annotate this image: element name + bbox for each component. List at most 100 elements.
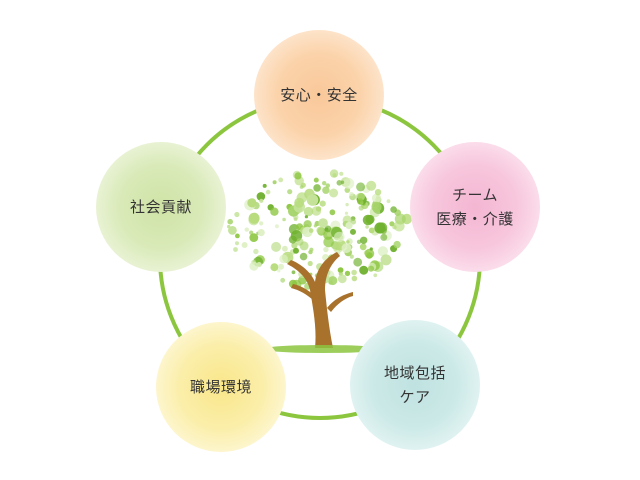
leaf-dot <box>227 218 233 225</box>
leaf-dot <box>366 180 377 191</box>
leaf-dot <box>272 180 277 185</box>
leaf-dot <box>249 261 259 271</box>
leaf-dot <box>356 239 362 244</box>
leaf-dot <box>365 225 369 229</box>
leaf-dot <box>377 246 388 257</box>
node-safety: 安心・安全 <box>254 30 384 160</box>
leaf-dot <box>308 249 313 255</box>
leaf-dot <box>341 243 352 254</box>
leaf-dot <box>344 211 349 215</box>
leaf-dot <box>356 182 366 192</box>
leaf-dot <box>359 243 367 251</box>
leaf-dot <box>344 270 351 277</box>
leaf-dot <box>360 236 368 244</box>
leaf-dot <box>271 241 282 252</box>
leaf-dot <box>253 248 259 255</box>
leaf-dot <box>358 205 364 211</box>
leaf-dot <box>291 270 296 275</box>
leaf-dot <box>313 224 318 228</box>
node-community-care: 地域包括 ケア <box>350 320 480 450</box>
leaf-dot <box>323 246 329 253</box>
leaf-dot <box>233 247 238 252</box>
node-team-line-1: チーム <box>451 186 499 204</box>
leaf-dot <box>299 241 309 251</box>
leaf-dot <box>274 224 279 229</box>
node-social-line-1: 社会貢献 <box>129 198 192 216</box>
leaf-dot <box>380 227 387 234</box>
leaf-dot <box>278 177 284 183</box>
leaf-dot <box>278 263 284 270</box>
leaf-dot <box>262 183 267 188</box>
leaf-dot <box>389 221 395 227</box>
leaf-dot <box>247 198 257 208</box>
leaf-dot <box>337 274 347 284</box>
leaf-dot <box>322 186 330 194</box>
leaf-dot <box>340 180 345 185</box>
leaf-dot <box>325 183 330 188</box>
leaf-dot <box>357 198 364 205</box>
leaf-dot <box>257 229 265 237</box>
leaf-dot <box>291 242 298 249</box>
leaf-dot <box>259 221 264 226</box>
leaf-dot <box>339 171 344 176</box>
leaf-dot <box>316 226 324 234</box>
node-social-contribution: 社会貢献 <box>96 142 226 272</box>
leaf-dot <box>270 263 279 272</box>
leaf-dot <box>234 211 240 218</box>
node-team-line-2: 医療・介護 <box>436 210 514 228</box>
node-workplace-line-1: 職場環境 <box>189 378 252 396</box>
leaf-dot <box>270 207 279 216</box>
leaf-dot <box>350 228 356 235</box>
leaf-dot <box>282 245 288 252</box>
leaf-dot <box>306 194 319 206</box>
leaf-dot <box>265 189 271 195</box>
leaf-dot <box>293 217 298 221</box>
node-community-line-2: ケア <box>399 388 431 406</box>
leaf-dot <box>337 267 344 273</box>
leaf-dot <box>303 206 314 217</box>
leaf-dot <box>346 240 350 244</box>
leaf-dot <box>244 227 249 232</box>
leaf-dot <box>288 235 297 244</box>
leaf-dot <box>227 224 231 229</box>
leaf-dot <box>350 219 357 225</box>
leaf-dot <box>249 233 259 242</box>
leaf-dot <box>371 193 382 203</box>
leaf-dot <box>368 227 375 234</box>
tree-icon <box>227 169 412 353</box>
leaf-dot <box>324 225 332 233</box>
leaf-dot <box>313 177 319 183</box>
leaf-dot <box>351 269 357 276</box>
leaf-dot <box>323 236 334 248</box>
leaf-dot <box>318 218 328 228</box>
leaf-dot <box>277 269 281 273</box>
leaf-dot <box>259 198 264 203</box>
leaf-dot <box>334 231 345 243</box>
leaf-dot <box>328 276 338 286</box>
leaf-dot <box>322 181 327 186</box>
leaf-dot <box>329 188 339 198</box>
leaf-dot <box>390 206 397 213</box>
node-community-line-1: 地域包括 <box>383 364 446 382</box>
leaf-dot <box>349 254 354 259</box>
leaf-dot <box>235 241 239 246</box>
leaf-dot <box>307 260 313 267</box>
leaf-dot <box>319 200 326 207</box>
leaf-dot <box>333 242 343 253</box>
leaf-dot <box>299 252 308 261</box>
leaf-dot <box>349 191 354 197</box>
node-workplace: 職場環境 <box>156 322 286 452</box>
leaf-dot <box>303 220 312 229</box>
leaf-dot <box>386 199 391 204</box>
node-safety-line-1: 安心・安全 <box>280 86 358 104</box>
leaf-dot <box>311 206 322 216</box>
node-team-care: チーム 医療・介護 <box>410 142 540 272</box>
leaf-dot <box>248 212 260 224</box>
leaf-dot <box>304 215 308 219</box>
leaf-dot <box>380 254 392 266</box>
leaf-dot <box>308 228 314 233</box>
leaf-dot <box>364 248 375 259</box>
leaf-dot <box>332 173 337 178</box>
leaf-dot <box>373 273 378 278</box>
leaf-dot <box>367 265 375 272</box>
